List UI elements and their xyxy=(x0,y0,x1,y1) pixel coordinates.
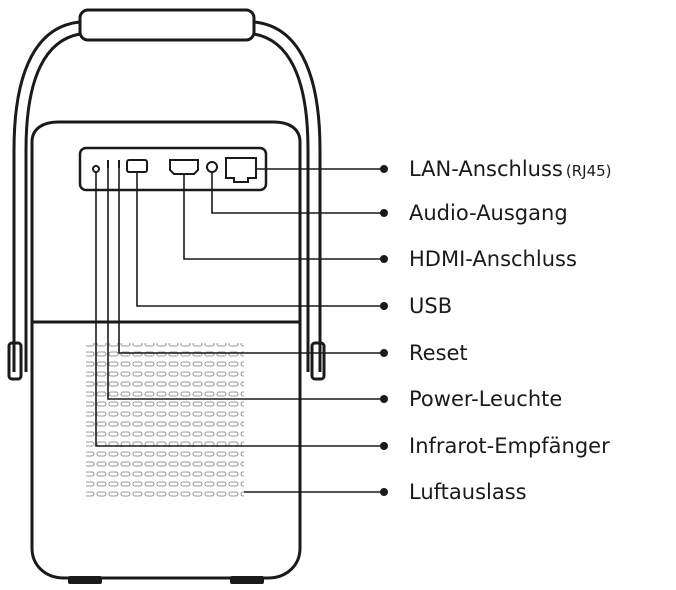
ir-receiver-port xyxy=(92,165,100,173)
lan-port xyxy=(225,157,257,183)
label-lan-text: LAN-Anschluss xyxy=(409,157,563,181)
projector-body xyxy=(30,120,302,580)
leader-reset xyxy=(118,168,381,354)
label-air: Luftauslass xyxy=(409,480,527,504)
feet xyxy=(68,576,264,584)
bullet-lan xyxy=(380,165,388,173)
lower-body xyxy=(30,322,302,580)
leader-hdmi xyxy=(183,174,381,260)
label-audio: Audio-Ausgang xyxy=(409,201,568,225)
bullet-hdmi xyxy=(380,255,388,263)
vent-grille xyxy=(86,343,244,501)
bullets xyxy=(380,165,388,496)
handle-right-pivot xyxy=(310,341,326,381)
label-hdmi: HDMI-Anschluss xyxy=(409,247,577,271)
leader-usb xyxy=(136,172,381,307)
handle xyxy=(7,8,326,381)
handle-right-arm xyxy=(253,20,322,372)
handle-right-arm-inner xyxy=(253,32,310,372)
handle-left-arm xyxy=(12,20,81,372)
label-reset: Reset xyxy=(409,341,468,365)
leader-ir xyxy=(95,172,381,447)
usb-port xyxy=(126,159,148,173)
hdmi-port xyxy=(169,159,199,175)
foot-right xyxy=(230,576,264,584)
label-ir: Infrarot-Empfänger xyxy=(409,434,610,458)
leader-power xyxy=(107,168,381,400)
handle-grip xyxy=(78,8,256,42)
bullet-audio xyxy=(380,209,388,217)
leader-audio xyxy=(211,172,381,214)
handle-left-pivot xyxy=(7,341,23,381)
bullet-power xyxy=(380,395,388,403)
bullet-air xyxy=(380,488,388,496)
label-lan-suffix: (RJ45) xyxy=(565,162,612,180)
leader-lines xyxy=(95,168,381,493)
bullet-ir xyxy=(380,442,388,450)
foot-left xyxy=(68,576,102,584)
label-lan: LAN-Anschluss(RJ45) xyxy=(409,157,612,183)
upper-body xyxy=(30,120,302,324)
bullet-reset xyxy=(380,349,388,357)
bullet-usb xyxy=(380,302,388,310)
audio-port xyxy=(206,161,218,173)
handle-left-arm-inner xyxy=(24,32,81,372)
label-usb: USB xyxy=(409,294,453,318)
label-power: Power-Leuchte xyxy=(409,387,563,411)
